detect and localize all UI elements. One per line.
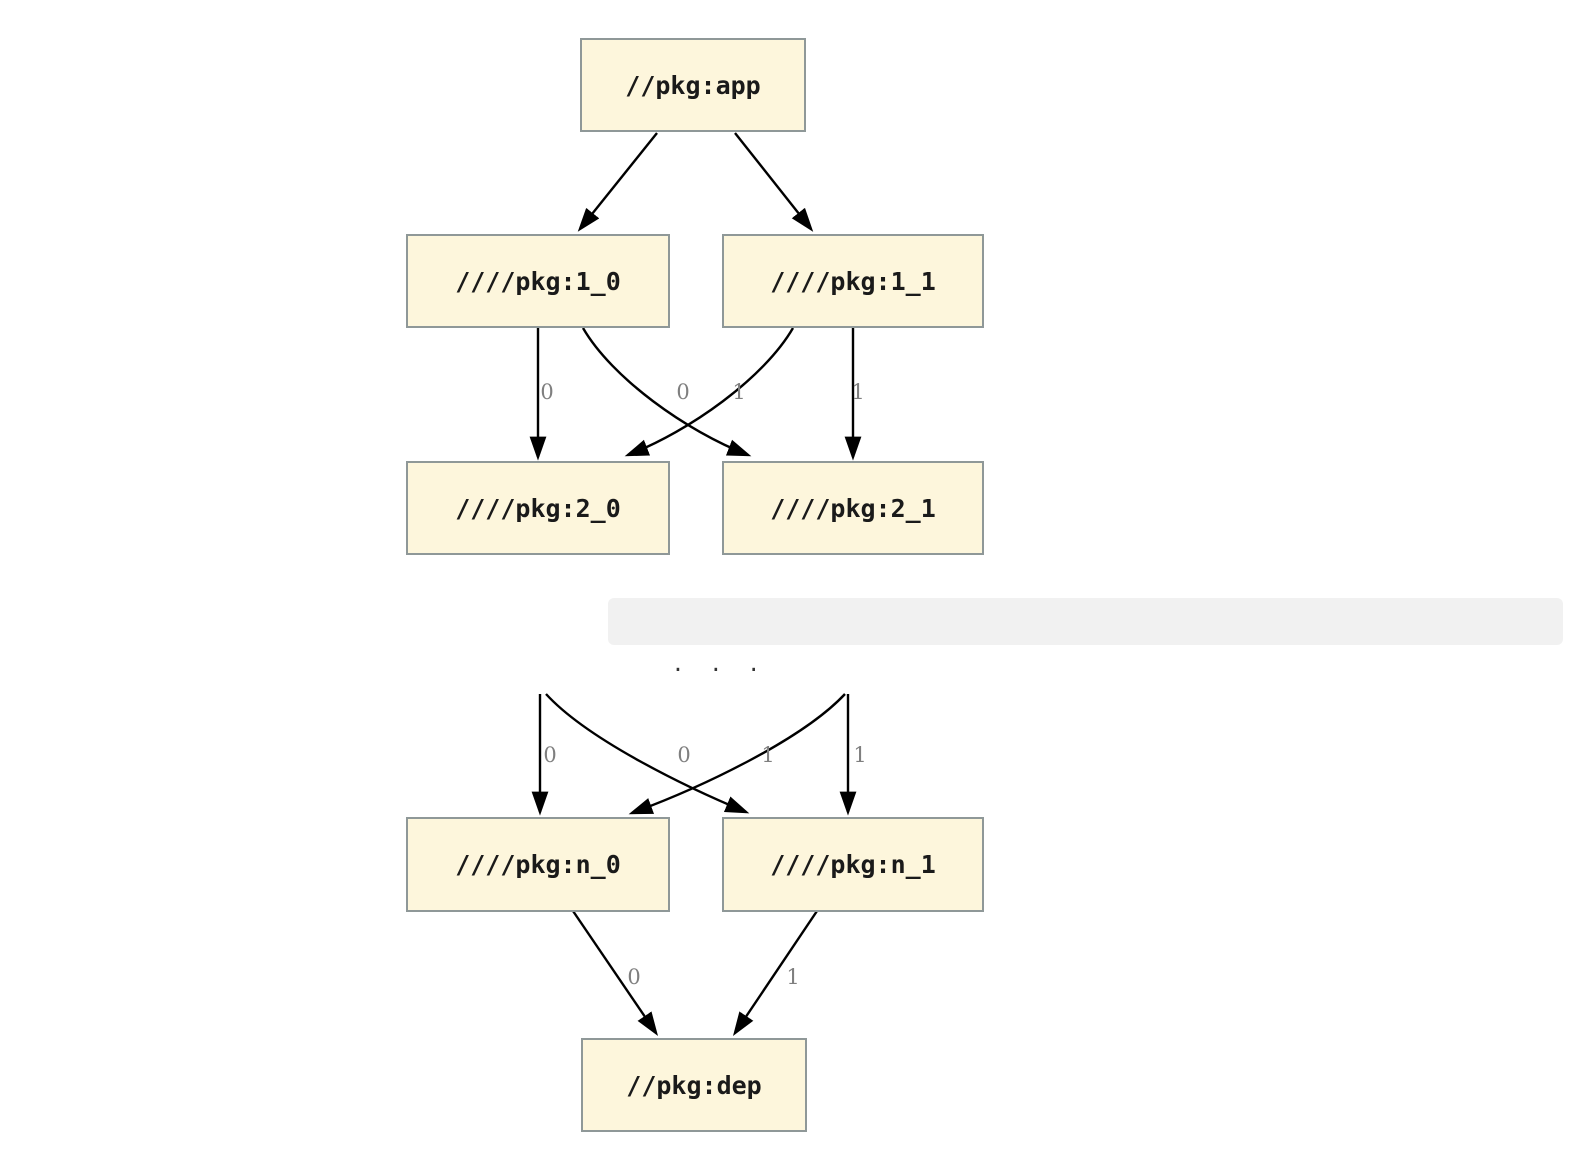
edge-n_0-to-dep xyxy=(572,910,659,1036)
node-label: //pkg:dep xyxy=(626,1070,762,1100)
node-1_1: ////pkg:1_1 xyxy=(722,234,984,328)
edge-elided-to-n_1-left xyxy=(545,693,750,814)
node-label: //pkg:app xyxy=(625,70,761,100)
node-n_0: ////pkg:n_0 xyxy=(406,817,670,912)
ellipsis-band: . . . xyxy=(608,598,1563,676)
node-label: ////pkg:1_1 xyxy=(770,266,936,296)
node-1_0: ////pkg:1_0 xyxy=(406,234,670,328)
edge-label: 1 xyxy=(853,743,866,767)
node-label: ////pkg:n_1 xyxy=(770,850,936,879)
edge-elided-to-n_0-right xyxy=(628,693,846,815)
node-label: ////pkg:1_0 xyxy=(455,266,621,296)
edge-label: 1 xyxy=(761,743,774,767)
edge-label: 0 xyxy=(543,743,556,767)
node-label: ////pkg:2_0 xyxy=(455,493,621,523)
edge-label: 1 xyxy=(786,965,799,989)
edge-label: 0 xyxy=(627,965,640,989)
node-n_1: ////pkg:n_1 xyxy=(722,817,984,912)
edge-app-to-1_1 xyxy=(734,132,814,232)
edge-label: 1 xyxy=(732,380,745,404)
edge-1_1-to-2_0 xyxy=(624,327,795,457)
node-2_0: ////pkg:2_0 xyxy=(406,461,670,555)
edge-label: 1 xyxy=(851,380,864,404)
edge-app-to-1_0 xyxy=(577,132,658,232)
node-dep: //pkg:dep xyxy=(581,1038,807,1132)
node-label: ////pkg:n_0 xyxy=(455,850,621,879)
node-app: //pkg:app xyxy=(580,38,806,132)
edge-label: 0 xyxy=(540,380,553,404)
edge-n_1-to-dep xyxy=(732,910,818,1036)
node-2_1: ////pkg:2_1 xyxy=(722,461,984,555)
node-label: ////pkg:2_1 xyxy=(770,493,936,523)
edge-1_0-to-2_1 xyxy=(581,327,752,457)
ellipsis-text: . . . xyxy=(671,652,761,676)
edge-label: 0 xyxy=(676,380,689,404)
edge-label: 0 xyxy=(677,743,690,767)
